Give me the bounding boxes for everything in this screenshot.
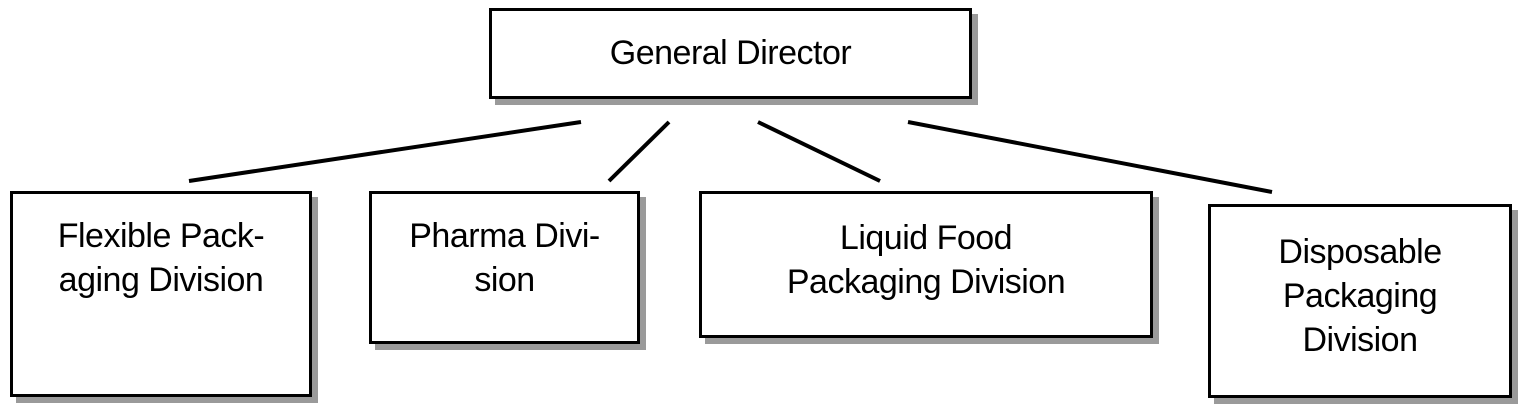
pharma-label-line-2: sion	[474, 261, 535, 299]
liquid-food-packaging-division-box: Liquid Food Packaging Division	[699, 191, 1153, 338]
pharma-division-box: Pharma Divi- sion	[369, 191, 640, 344]
general-director-box: General Director	[489, 8, 972, 99]
connector-line-disposable	[907, 120, 1273, 194]
pharma-label-line-1: Pharma Divi-	[409, 217, 600, 255]
disposable-label-line-2: Packaging	[1282, 277, 1438, 315]
liquid-food-label-line-1: Liquid Food	[839, 219, 1013, 257]
liquid-food-label-line-2: Packaging Division	[786, 263, 1066, 301]
disposable-packaging-division-box: Disposable Packaging Division	[1208, 204, 1512, 398]
disposable-label-line-3: Division	[1302, 321, 1418, 359]
flexible-packaging-division-box: Flexible Pack- aging Division	[10, 191, 312, 397]
disposable-label-line-1: Disposable	[1278, 233, 1442, 271]
connector-line-pharma	[607, 120, 671, 183]
flexible-packaging-label-line-1: Flexible Pack-	[57, 217, 265, 255]
flexible-packaging-label-line-2: aging Division	[58, 261, 264, 299]
connector-line-liquid-food	[757, 120, 881, 183]
general-director-label: General Director	[609, 34, 852, 72]
connector-line-flexible	[188, 120, 582, 183]
